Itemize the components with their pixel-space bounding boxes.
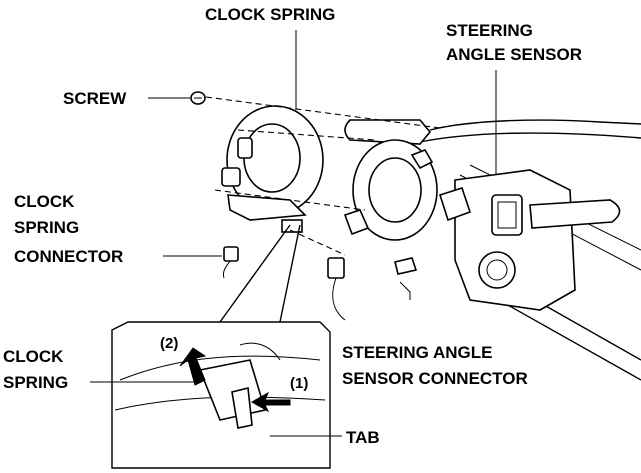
screw-part <box>190 91 206 105</box>
clock-spring-connector-part <box>222 246 239 279</box>
label-clock-spring: CLOCK SPRING <box>205 5 335 24</box>
label-sensor-connector-line2: SENSOR CONNECTOR <box>342 369 528 388</box>
detail-inset <box>111 224 331 469</box>
steering-column-assembly <box>344 119 641 381</box>
steering-angle-sensor-connector <box>327 257 346 321</box>
label-step-2: (2) <box>160 335 178 352</box>
label-clock-spring-detail-line1: CLOCK <box>3 347 64 366</box>
label-clock-spring-connector-line2: SPRING <box>14 218 79 237</box>
clock-spring <box>221 105 324 233</box>
label-clock-spring-connector-line1: CLOCK <box>14 192 75 211</box>
alignment-lines <box>205 96 441 256</box>
label-steering-angle-sensor-line1: STEERING <box>446 21 533 40</box>
label-clock-spring-connector-line3: CONNECTOR <box>14 247 123 266</box>
label-sensor-connector-line1: STEERING ANGLE <box>342 343 493 362</box>
leader-lines <box>90 30 497 437</box>
label-steering-angle-sensor-line2: ANGLE SENSOR <box>446 45 582 64</box>
steering-angle-sensor <box>343 139 438 275</box>
label-tab: TAB <box>346 428 380 447</box>
label-clock-spring-detail-line2: SPRING <box>3 373 68 392</box>
label-screw: SCREW <box>63 89 127 108</box>
label-step-1: (1) <box>290 375 308 392</box>
